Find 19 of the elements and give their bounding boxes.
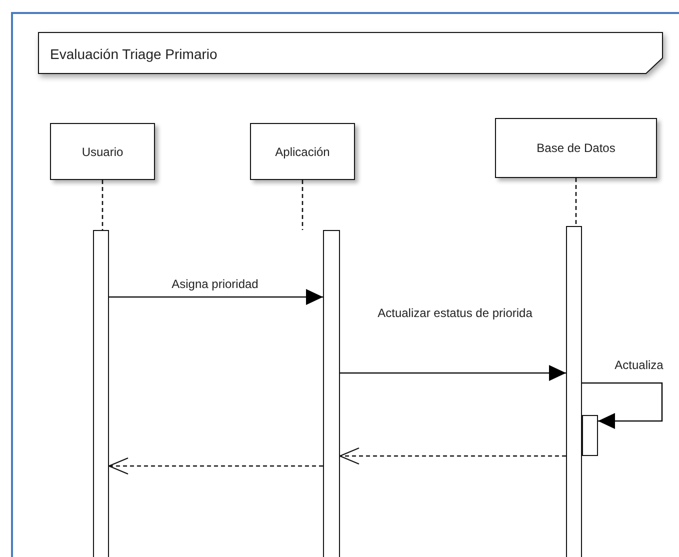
- message-arrow: [582, 382, 663, 429]
- participant-name: Aplicación: [275, 144, 330, 160]
- message-arrow: [109, 289, 323, 305]
- activation-bar: [323, 230, 340, 557]
- message-arrow: [340, 365, 566, 381]
- lifeline: [575, 178, 577, 226]
- participant-box: [50, 123, 155, 180]
- participant-name: Usuario: [82, 144, 124, 160]
- diagram-title: Evaluación Triage Primario: [50, 45, 218, 64]
- activation-bar: [93, 230, 109, 557]
- return-arrow: [339, 447, 566, 465]
- return-arrow: [108, 457, 323, 475]
- activation-bar: [566, 226, 582, 557]
- activation-bar: [582, 415, 598, 456]
- participant-box: [495, 118, 657, 178]
- participant-box: [250, 123, 355, 180]
- lifeline: [302, 180, 304, 230]
- participant-name: Base de Datos: [536, 140, 616, 157]
- lifeline: [102, 180, 104, 230]
